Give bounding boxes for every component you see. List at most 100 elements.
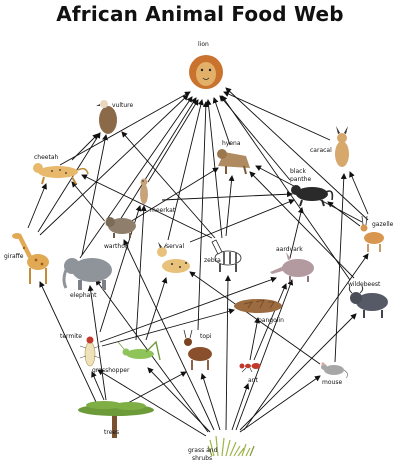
arrow-grass-to-ant bbox=[231, 383, 250, 431]
pangolin-node: pangolin bbox=[234, 299, 284, 324]
label-trees: trees bbox=[104, 429, 119, 436]
label-lion: lion bbox=[198, 41, 209, 48]
arrow-elephant-to-lion bbox=[79, 96, 193, 259]
gazelle-icon bbox=[360, 215, 384, 252]
giraffe-icon bbox=[12, 233, 49, 284]
label-warthog: warthog bbox=[104, 243, 129, 250]
arrow-grass-to-zebra bbox=[224, 275, 231, 431]
arrow-ant-to-pangolin bbox=[249, 317, 261, 361]
ant-icon bbox=[239, 363, 261, 373]
arrow-cheetah-to-vulture bbox=[71, 133, 99, 161]
arrow-grass-to-aardvark bbox=[235, 279, 294, 431]
cheetah-node: cheetah bbox=[33, 154, 89, 185]
arrow-warthog-to-lion bbox=[119, 97, 197, 221]
meerkat-node: meerkat bbox=[140, 178, 176, 214]
arrow-wildebeest-to-hyena bbox=[249, 171, 355, 279]
label-mouse: mouse bbox=[322, 379, 342, 386]
aardvark-node: aardvark bbox=[270, 246, 314, 282]
arrow-zebra-to-cheetah bbox=[81, 174, 213, 239]
topi-icon bbox=[183, 329, 212, 370]
arrow-grass-to-mouse bbox=[239, 375, 321, 433]
label-cheetah: cheetah bbox=[34, 154, 59, 161]
arrow-grass-to-gazelle bbox=[243, 253, 369, 431]
arrow-mouse-to-caracal bbox=[334, 173, 347, 363]
arrow-zebra-to-vulture bbox=[121, 131, 216, 239]
arrow-zebra-to-lion bbox=[205, 99, 223, 239]
label-topi: topi bbox=[200, 333, 212, 340]
arrow-grasshopper-to-serval bbox=[145, 277, 168, 341]
trees-node: trees bbox=[78, 401, 154, 438]
label-black-panther-line2: panthe bbox=[290, 176, 311, 183]
arrow-meerkat-to-black-panther bbox=[161, 191, 293, 201]
arrow-giraffe-to-cheetah bbox=[27, 183, 47, 229]
arrow-trees-to-elephant bbox=[87, 285, 107, 401]
label-grass-line1: grass and bbox=[188, 447, 218, 454]
arrow-trees-to-topi bbox=[125, 371, 187, 405]
black-panther-node: black panthe bbox=[290, 168, 334, 207]
arrow-cheetah-to-lion bbox=[59, 91, 191, 166]
label-aardvark: aardvark bbox=[276, 246, 303, 253]
aardvark-icon bbox=[270, 252, 314, 282]
elephant-icon bbox=[62, 258, 112, 290]
label-pangolin: pangolin bbox=[258, 317, 284, 324]
arrow-meerkat-to-lion bbox=[147, 99, 199, 183]
warthog-node: warthog bbox=[104, 217, 136, 250]
grasshopper-node: grasshopper bbox=[92, 340, 161, 374]
arrow-ant-to-aardvark bbox=[253, 283, 287, 361]
label-gazelle: gazelle bbox=[372, 221, 394, 228]
arrow-hyena-to-lion bbox=[212, 97, 231, 146]
vulture-icon bbox=[96, 100, 117, 134]
pangolin-icon bbox=[234, 299, 282, 313]
serval-node: serval bbox=[157, 242, 190, 273]
lion-icon bbox=[189, 55, 223, 89]
mouse-node: mouse bbox=[321, 362, 348, 386]
label-grasshopper: grasshopper bbox=[92, 367, 130, 374]
arrow-termite-to-aardvark bbox=[99, 276, 277, 343]
arrow-grass-to-wildebeest bbox=[239, 313, 357, 431]
label-elephant: elephant bbox=[70, 292, 97, 299]
grasshopper-icon bbox=[117, 340, 161, 361]
label-wildebeest: wildebeest bbox=[348, 281, 381, 288]
hyena-node: hyena bbox=[217, 140, 250, 175]
arrow-gazelle-to-lion bbox=[225, 87, 369, 221]
termite-icon bbox=[79, 336, 101, 367]
hyena-icon bbox=[217, 149, 250, 175]
arrow-warthog-to-cheetah bbox=[71, 181, 109, 226]
arrow-trees-to-termite bbox=[91, 371, 105, 401]
label-giraffe: giraffe bbox=[4, 253, 24, 260]
arrow-zebra-to-hyena bbox=[225, 175, 235, 237]
arrow-caracal-to-lion bbox=[223, 91, 331, 141]
topi-node: topi bbox=[183, 329, 212, 370]
arrow-grass-to-warthog bbox=[123, 239, 215, 431]
arrow-gazelle-to-caracal bbox=[349, 171, 369, 215]
wildebeest-icon bbox=[348, 285, 388, 318]
cheetah-icon bbox=[33, 163, 89, 185]
arrow-trees-to-giraffe bbox=[39, 281, 97, 403]
mouse-icon bbox=[321, 362, 348, 379]
warthog-icon bbox=[104, 217, 136, 238]
label-black-panther-line1: black bbox=[290, 168, 306, 175]
arrow-topi-to-lion bbox=[197, 101, 209, 331]
arrow-termite-to-pangolin bbox=[101, 308, 235, 347]
ant-node: ant bbox=[239, 363, 261, 384]
label-caracal: caracal bbox=[310, 147, 332, 154]
label-ant: ant bbox=[248, 377, 258, 384]
black-panther-icon bbox=[291, 185, 334, 207]
label-grass-line2: shrubs bbox=[192, 455, 212, 462]
arrow-giraffe-to-lion bbox=[39, 94, 189, 236]
arrow-giraffe-to-vulture bbox=[37, 132, 101, 233]
zebra-icon bbox=[211, 239, 242, 272]
grass-and-shrubs-node: grass and shrubs bbox=[188, 435, 255, 462]
grass-icon bbox=[207, 435, 255, 457]
lion-node: lion bbox=[189, 41, 223, 89]
giraffe-node: giraffe bbox=[4, 233, 49, 284]
label-hyena: hyena bbox=[222, 140, 241, 147]
arrow-serval-to-black-panther bbox=[189, 199, 295, 243]
zebra-node: zebra bbox=[204, 239, 242, 272]
arrow-wildebeest-to-lion bbox=[221, 95, 351, 281]
arrow-grass-to-termite bbox=[97, 369, 207, 437]
label-serval: serval bbox=[166, 243, 185, 250]
diagram-title: African Animal Food Web bbox=[56, 2, 344, 26]
